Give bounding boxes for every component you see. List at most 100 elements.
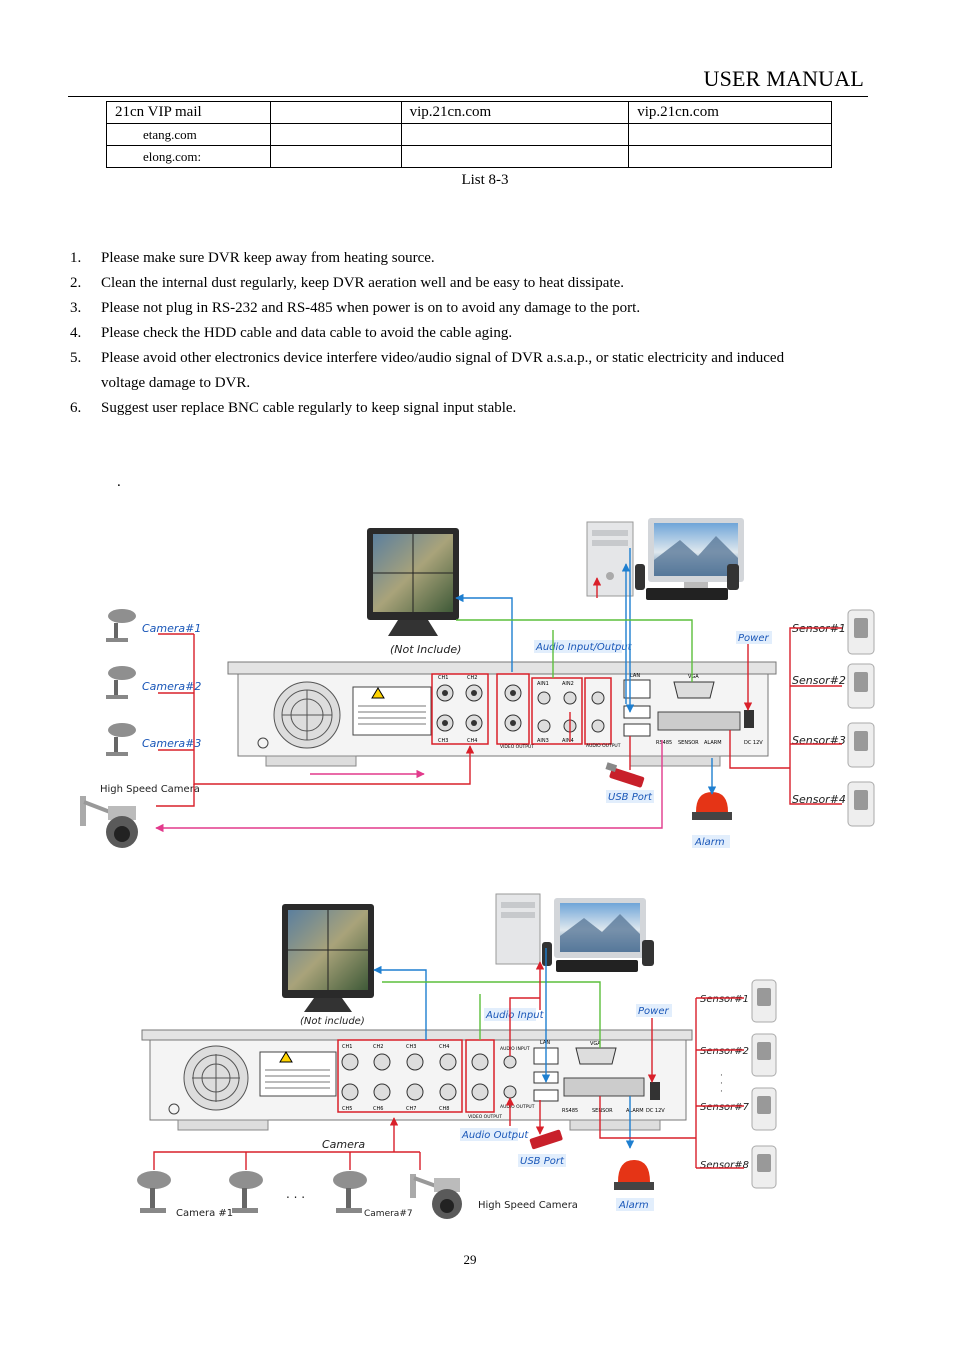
camera-label: Camera#1 bbox=[142, 622, 201, 635]
table-cell: 21cn VIP mail bbox=[106, 101, 271, 124]
table-cell: vip.21cn.com bbox=[628, 101, 832, 124]
fan-grille-icon bbox=[183, 1045, 249, 1111]
list-item: 1.Please make sure DVR keep away from he… bbox=[70, 246, 830, 271]
alarm-label: Alarm bbox=[618, 1200, 649, 1211]
panel-label: VIDEO OUTPUT bbox=[468, 1114, 502, 1120]
table-cell: etang.com bbox=[106, 123, 271, 146]
camera-icon bbox=[137, 1171, 171, 1213]
computer-icon bbox=[586, 518, 744, 600]
sensor-label: Sensor#8 bbox=[700, 1160, 749, 1171]
panel-label: CH4 bbox=[439, 1044, 449, 1050]
table-cell bbox=[269, 123, 402, 146]
audio-output-label: Audio Output bbox=[461, 1130, 529, 1141]
usb-port-label: USB Port bbox=[520, 1156, 565, 1167]
panel-label: AIN3 bbox=[537, 738, 549, 744]
panel-label: CH2 bbox=[373, 1044, 383, 1050]
audio-io-label: Audio Input/Output bbox=[535, 642, 633, 653]
panel-label: RS485 bbox=[562, 1108, 578, 1114]
maintenance-notes-list: 1.Please make sure DVR keep away from he… bbox=[70, 246, 830, 421]
table-cell bbox=[269, 145, 402, 168]
monitor-caption: (Not Include) bbox=[390, 643, 461, 656]
sensor-label: Sensor#2 bbox=[700, 1046, 749, 1057]
panel-label: VGA bbox=[590, 1041, 601, 1047]
cable-lines bbox=[155, 548, 842, 833]
panel-label: CH1 bbox=[438, 675, 448, 681]
fan-grille-icon bbox=[273, 681, 341, 749]
sensor-label: Sensor#7 bbox=[700, 1102, 750, 1113]
power-label: Power bbox=[638, 1006, 669, 1017]
panel-label: SENSOR bbox=[678, 740, 699, 746]
computer-icon bbox=[495, 893, 654, 972]
panel-label: CH2 bbox=[467, 675, 477, 681]
sensor-icon bbox=[847, 781, 875, 827]
sensor-icon bbox=[751, 1145, 777, 1189]
list-text: Clean the internal dust regularly, keep … bbox=[101, 275, 625, 291]
table-caption: List 8-3 bbox=[461, 172, 509, 188]
camera-label: Camera#2 bbox=[142, 680, 201, 693]
sensor-icon bbox=[847, 609, 875, 655]
header-rule bbox=[68, 96, 868, 97]
list-text: Please not plug in RS-232 and RS-485 whe… bbox=[101, 300, 641, 316]
panel-label: ALARM bbox=[704, 740, 722, 746]
sensor-label: Sensor#4 bbox=[792, 793, 846, 806]
page-header-title: USER MANUAL bbox=[703, 66, 864, 91]
sensor-label: Sensor#2 bbox=[792, 674, 846, 687]
alarm-light-icon bbox=[614, 1160, 654, 1190]
dvr-rear-panel: CH1 CH2 CH3 CH4 CH5 CH6 CH7 CH8 VIDEO OU… bbox=[141, 1029, 693, 1131]
audio-input-label: Audio Input bbox=[485, 1010, 545, 1021]
list-number: 1. bbox=[70, 250, 82, 266]
sensor-icon bbox=[751, 979, 777, 1023]
alarm-light-icon bbox=[692, 792, 732, 820]
usb-stick-icon bbox=[605, 762, 645, 788]
usb-stick-icon bbox=[529, 1129, 563, 1150]
list-item: 2. Clean the internal dust regularly, kee… bbox=[70, 271, 830, 296]
panel-label: AUDIO INPUT bbox=[500, 1046, 530, 1052]
high-speed-camera-label: High Speed Camera bbox=[100, 784, 200, 795]
list-text: Suggest user replace BNC cable regularly… bbox=[101, 400, 517, 416]
list-number: 3. bbox=[70, 300, 82, 316]
sensor-icon bbox=[847, 663, 875, 709]
sensor-label: Sensor#1 bbox=[700, 994, 749, 1005]
alarm-label: Alarm bbox=[694, 837, 725, 848]
sensor-icon bbox=[847, 722, 875, 768]
table-cell bbox=[269, 101, 402, 124]
panel-label: CH6 bbox=[373, 1106, 383, 1112]
page-number: 29 bbox=[463, 1252, 477, 1267]
list-item: 5.Please avoid other electronics device … bbox=[70, 346, 830, 396]
panel-label: AIN2 bbox=[562, 681, 574, 687]
panel-label: LAN bbox=[540, 1040, 550, 1046]
usb-port-label: USB Port bbox=[608, 792, 653, 803]
table-cell bbox=[400, 145, 630, 168]
sensor-label: Sensor#3 bbox=[792, 734, 846, 747]
sensor-icon bbox=[751, 1087, 777, 1131]
list-text: Please check the HDD cable and data cabl… bbox=[101, 325, 513, 341]
panel-label: CH4 bbox=[467, 738, 477, 744]
stray-dot: . bbox=[117, 474, 121, 490]
panel-label: AUDIO OUTPUT bbox=[586, 743, 621, 749]
svg-text:·: · bbox=[720, 1087, 723, 1097]
camera-label: Camera#7 bbox=[364, 1209, 413, 1219]
list-number: 5. bbox=[70, 350, 82, 366]
panel-label: ALARM bbox=[626, 1108, 644, 1114]
list-number: 2. bbox=[70, 275, 82, 291]
dome-camera-icon bbox=[80, 796, 138, 848]
dvr-8ch-connection-diagram: (Not include) CH1 bbox=[137, 893, 777, 1219]
panel-label: AIN4 bbox=[562, 738, 574, 744]
camera-label: Camera #1 bbox=[176, 1208, 233, 1219]
panel-label: CH1 bbox=[342, 1044, 352, 1050]
camera-label: Camera#3 bbox=[142, 737, 201, 750]
panel-label: CH3 bbox=[406, 1044, 416, 1050]
panel-label: AUDIO OUTPUT bbox=[500, 1104, 535, 1110]
camera-group-label: Camera bbox=[322, 1138, 365, 1151]
table-cell: vip.21cn.com bbox=[400, 101, 630, 124]
list-number: 4. bbox=[70, 325, 82, 341]
panel-label: VIDEO OUTPUT bbox=[500, 744, 534, 750]
list-item: 3. Please not plug in RS-232 and RS-485 w… bbox=[70, 296, 830, 321]
dvr-4ch-connection-diagram: (Not Include) Camera#1 Camera#2 Camera#3… bbox=[80, 518, 875, 848]
cable-lines bbox=[153, 948, 744, 1170]
camera-icon bbox=[106, 723, 136, 756]
panel-label: DC 12V bbox=[646, 1108, 665, 1114]
camera-icon bbox=[333, 1171, 367, 1213]
panel-label: RS485 bbox=[656, 740, 672, 746]
svg-text:·: · bbox=[720, 1079, 723, 1089]
